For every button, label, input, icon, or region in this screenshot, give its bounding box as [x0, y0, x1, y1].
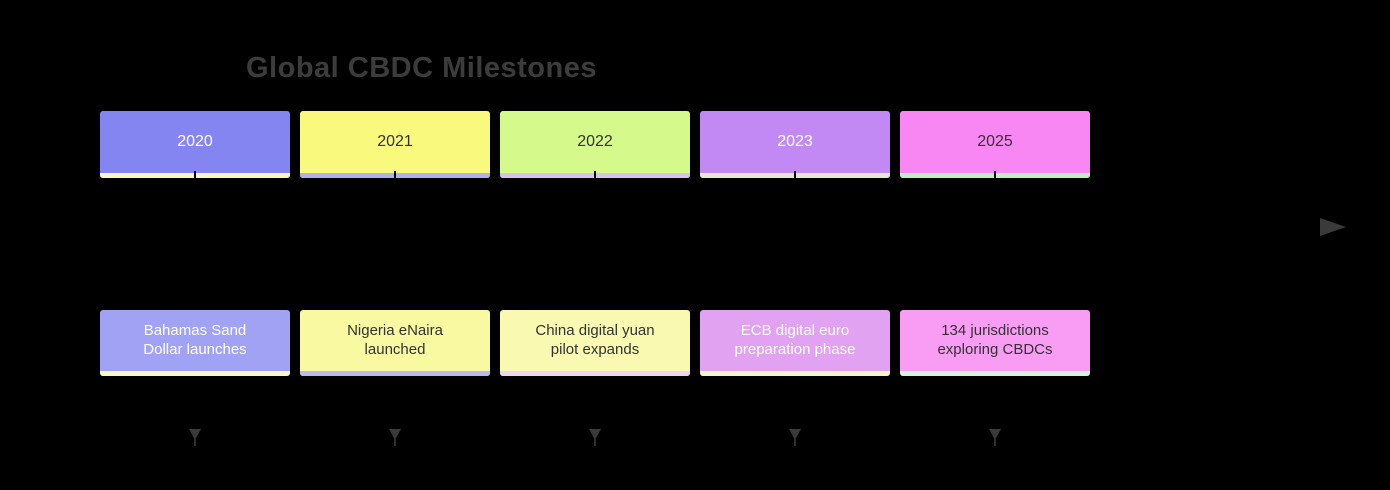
period-box-2020: 2020: [100, 111, 290, 178]
event-box-2025: 134 jurisdictions exploring CBDCs: [900, 310, 1090, 376]
event-label-line: launched: [364, 341, 426, 358]
down-arrow-icon: [789, 429, 801, 440]
event-strip: [300, 371, 490, 376]
period-box-2021: 2021: [300, 111, 490, 178]
page-title: Global CBDC Milestones: [246, 52, 597, 84]
event-label-line: Nigeria eNaira: [347, 322, 443, 339]
period-label: 2023: [777, 133, 813, 150]
event-box-2020: Bahamas Sand Dollar launches: [100, 310, 290, 376]
down-arrow-stem: [994, 439, 996, 446]
down-arrow-stem: [394, 439, 396, 446]
event-label-line: China digital yuan: [535, 322, 655, 339]
timeline-column-2023: 2023 ECB digital euro preparation phase: [700, 0, 890, 490]
timeline-column-2020: 2020 Bahamas Sand Dollar launches: [100, 0, 290, 490]
down-arrow-icon: [589, 429, 601, 440]
timeline-column-2025: 2025 134 jurisdictions exploring CBDCs: [900, 0, 1090, 490]
event-label-line: ECB digital euro: [740, 322, 850, 339]
period-label: 2021: [377, 133, 413, 150]
timeline-direction-right-arrow-icon: [1320, 218, 1346, 236]
event-label-line: Bahamas Sand: [143, 322, 247, 339]
event-strip: [100, 371, 290, 376]
period-tick: [194, 171, 196, 180]
period-tick: [594, 171, 596, 180]
down-arrow-icon: [389, 429, 401, 440]
period-tick: [794, 171, 796, 180]
event-strip: [500, 371, 690, 376]
down-arrow-stem: [794, 439, 796, 446]
event-strip: [700, 371, 890, 376]
event-label-line: exploring CBDCs: [937, 341, 1053, 358]
down-arrow-icon: [989, 429, 1001, 440]
timeline-column-2021: 2021 Nigeria eNaira launched: [300, 0, 490, 490]
down-arrow-stem: [594, 439, 596, 446]
event-box-2023: ECB digital euro preparation phase: [700, 310, 890, 376]
period-label: 2022: [577, 133, 613, 150]
period-label: 2020: [177, 133, 213, 150]
period-box-2022: 2022: [500, 111, 690, 178]
event-label-line: pilot expands: [550, 341, 640, 358]
period-tick: [394, 171, 396, 180]
event-label-line: preparation phase: [734, 341, 856, 358]
down-arrow-icon: [189, 429, 201, 440]
event-box-2022: China digital yuan pilot expands: [500, 310, 690, 376]
event-box-2021: Nigeria eNaira launched: [300, 310, 490, 376]
period-label: 2025: [977, 133, 1013, 150]
event-label-line: 134 jurisdictions: [941, 322, 1049, 339]
down-arrow-stem: [194, 439, 196, 446]
period-box-2025: 2025: [900, 111, 1090, 178]
period-box-2023: 2023: [700, 111, 890, 178]
timeline-column-2022: 2022 China digital yuan pilot expands: [500, 0, 690, 490]
event-strip: [900, 371, 1090, 376]
period-tick: [994, 171, 996, 180]
event-label-line: Dollar launches: [143, 341, 247, 358]
